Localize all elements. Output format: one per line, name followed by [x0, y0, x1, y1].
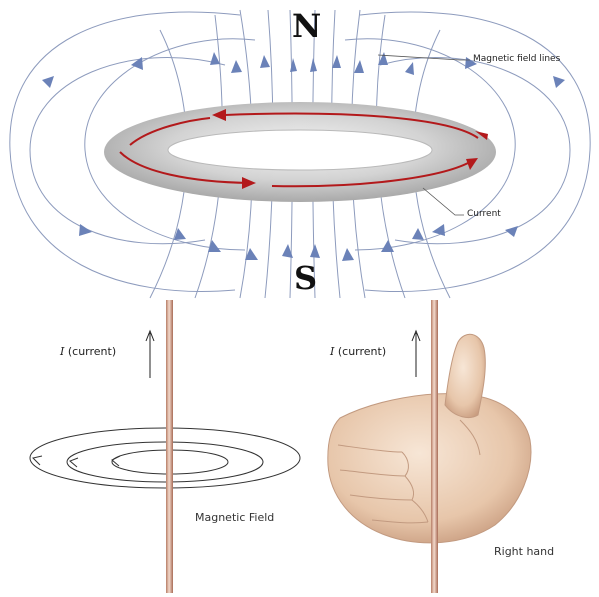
left-wire	[166, 300, 173, 593]
current-arrow-front-right	[271, 161, 471, 188]
field-arrow	[245, 248, 258, 260]
current-arrow-front-left	[119, 151, 251, 184]
field-arrow	[354, 60, 364, 73]
left-wire-field	[29, 427, 301, 489]
field-circle-middle	[66, 441, 264, 483]
right-current-text: (current)	[337, 345, 387, 358]
field-arrow	[505, 226, 518, 237]
field-arrow	[282, 244, 293, 258]
field-arrow	[405, 62, 414, 75]
field-arrow	[231, 60, 242, 73]
right-wire	[431, 300, 438, 593]
current-arrowheads	[212, 109, 488, 189]
field-arrow	[310, 58, 317, 72]
field-arrow	[432, 224, 445, 236]
left-current-arrow	[145, 329, 155, 378]
right-current-symbol: I	[330, 345, 335, 358]
current-arrow-left-back	[129, 117, 211, 146]
left-current-label: I (current)	[60, 345, 116, 358]
field-arrow	[381, 240, 394, 252]
right-current-arrow	[411, 329, 421, 377]
field-arrow	[412, 228, 424, 240]
field-arrow	[378, 52, 388, 65]
south-pole-label: S	[294, 259, 318, 297]
field-arrow	[131, 57, 143, 70]
field-arrow	[290, 58, 297, 72]
current-loop-ring	[104, 102, 496, 202]
field-arrow	[310, 244, 320, 258]
magnetic-field-label: Magnetic Field	[195, 511, 275, 524]
field-arrow	[79, 224, 92, 236]
right-current-label: I (current)	[330, 345, 386, 358]
current-arrows	[119, 112, 479, 188]
hand-fist	[327, 393, 532, 544]
current-label: Current	[467, 209, 501, 219]
right-hand	[327, 333, 532, 544]
field-arrow	[208, 240, 221, 252]
field-arrow	[210, 52, 220, 65]
field-arrows	[42, 52, 565, 261]
left-current-text: (current)	[67, 345, 117, 358]
field-arrow	[332, 55, 341, 68]
left-field-arrows	[32, 455, 121, 468]
label-leaders	[377, 54, 470, 216]
field-lines-leader	[377, 54, 470, 61]
north-pole-label: N	[292, 7, 322, 45]
field-line-left-inner	[29, 57, 226, 245]
field-arrow	[260, 55, 270, 68]
field-line-right-outer	[359, 11, 591, 292]
field-lines-label: Magnetic field lines	[473, 54, 561, 64]
field-arrow	[174, 228, 186, 240]
field-arrow	[42, 76, 54, 88]
current-leader	[422, 187, 464, 216]
field-arrow	[553, 76, 565, 88]
current-arrow-back	[224, 112, 479, 139]
left-current-symbol: I	[60, 345, 65, 358]
right-hand-label: Right hand	[494, 545, 555, 558]
field-line-left-outer	[9, 11, 241, 292]
field-circle-outer	[29, 427, 301, 489]
hand-thumb	[444, 333, 486, 418]
field-arrow	[342, 248, 354, 261]
